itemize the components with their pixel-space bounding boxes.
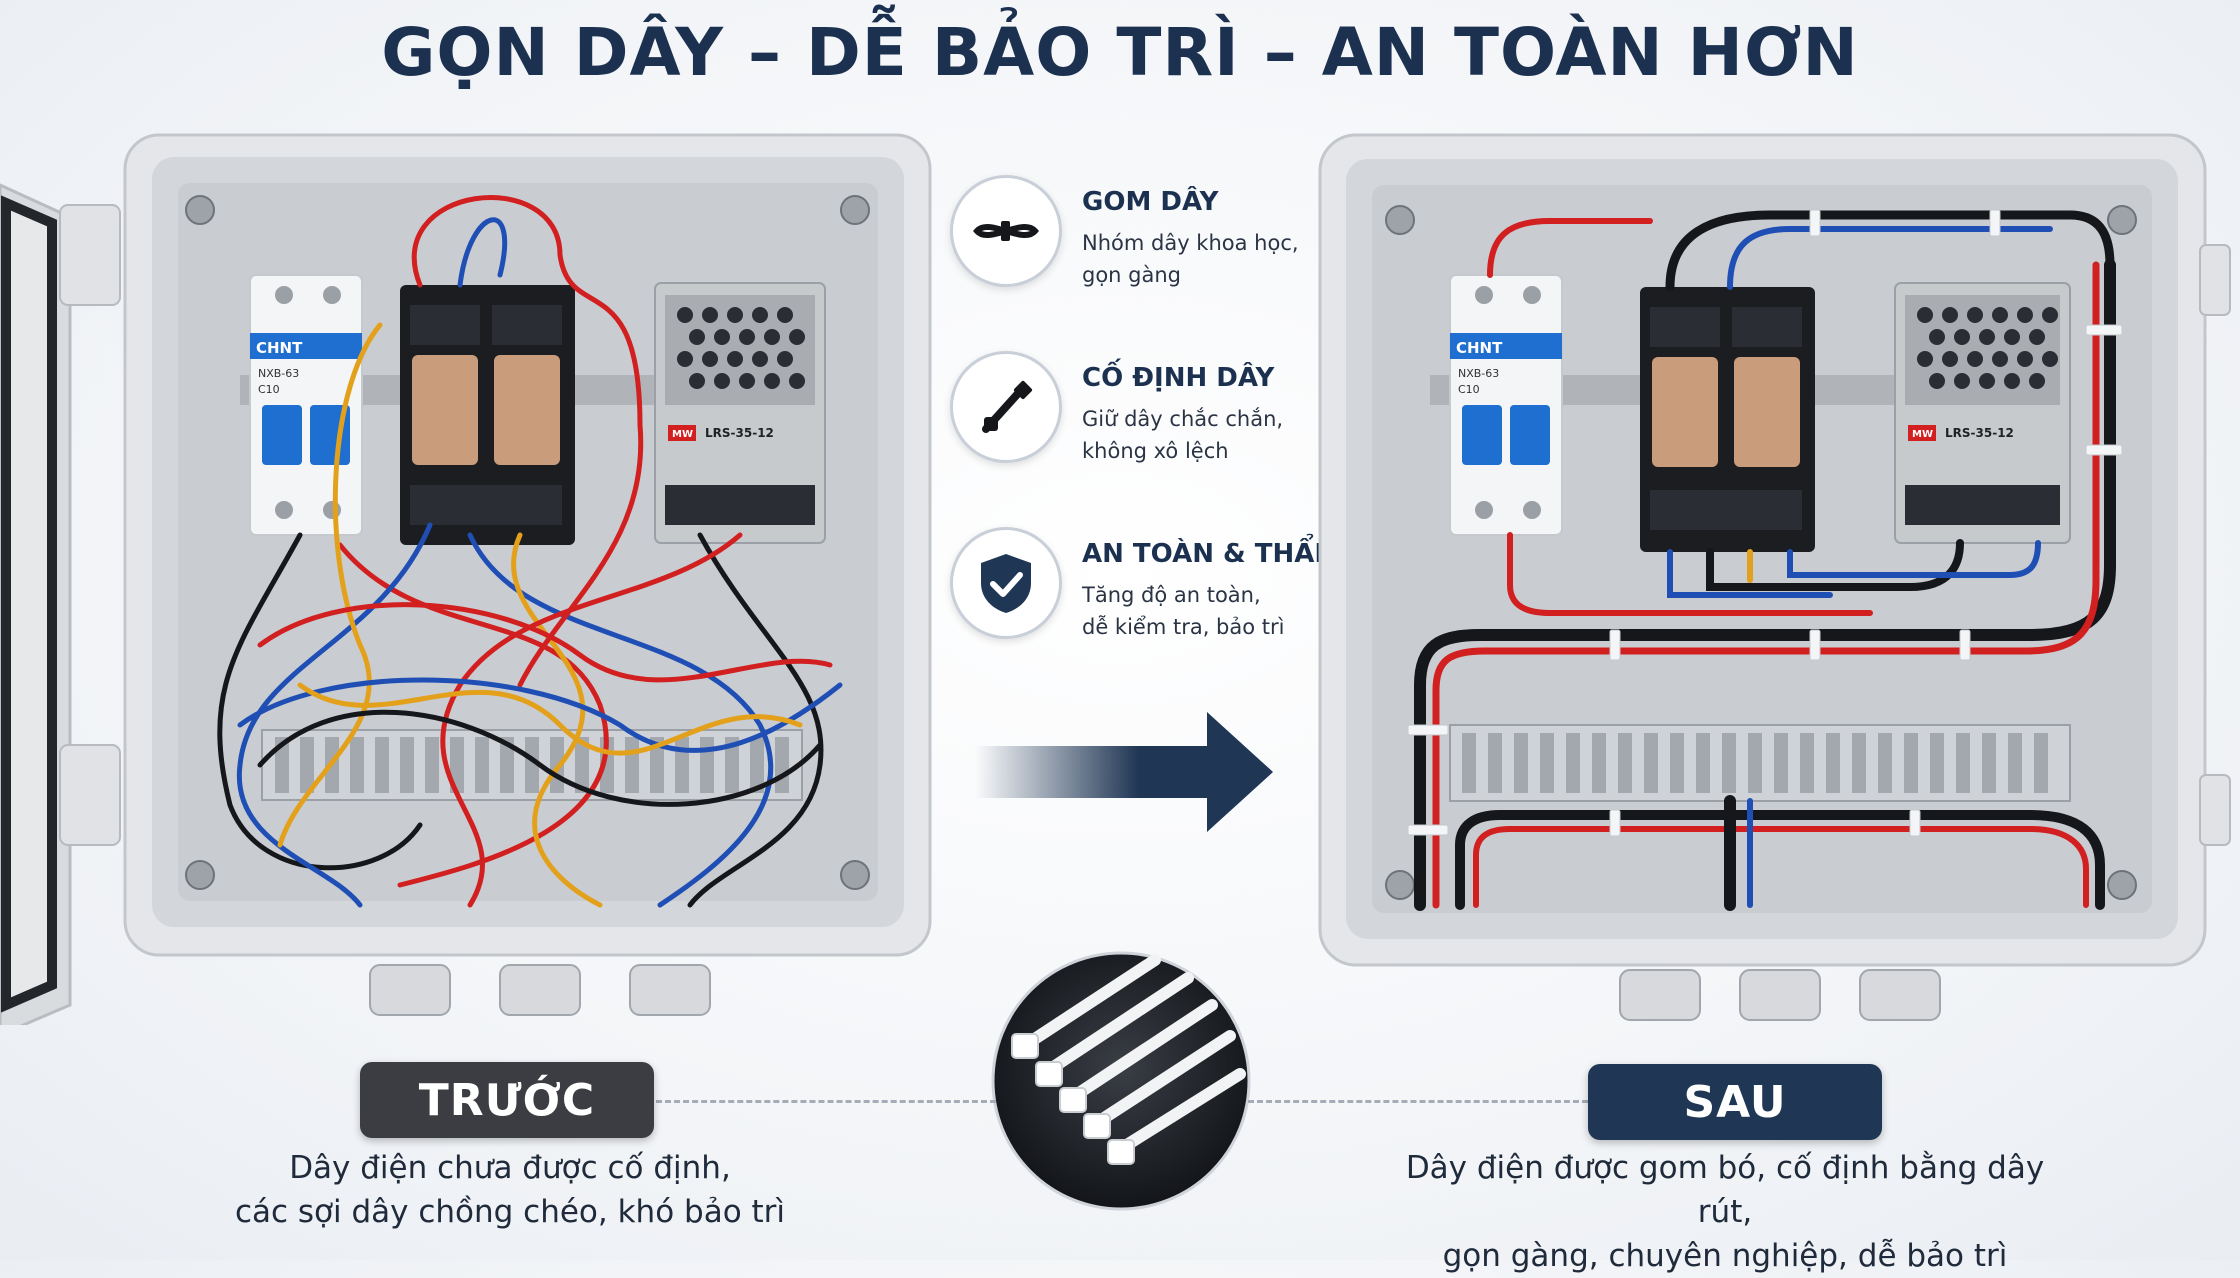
terminal-block <box>1449 724 2071 802</box>
arrow-right-icon <box>975 712 1275 832</box>
caption-line: các sợi dây chồng chéo, khó bảo trì <box>234 1194 786 1230</box>
tangled-wires <box>217 195 843 908</box>
zip-ties <box>1407 209 2123 837</box>
before-badge: TRƯỚC <box>360 1062 654 1138</box>
feature-title: GOM DÂY <box>1082 187 1219 217</box>
feature-gom-day: GOM DÂY Nhóm dây khoa học, gọn gàng <box>950 175 1330 351</box>
psu-model-label: LRS-35-12 <box>1945 426 2014 440</box>
hinge-bottom <box>2199 774 2231 846</box>
hinge-bottom <box>59 744 121 846</box>
page-title: GỌN DÂY – DỄ BẢO TRÌ – AN TOÀN HƠN <box>381 14 1859 91</box>
breaker-model-label: NXB-63 <box>1458 367 1499 380</box>
caption-line: Dây điện được gom bó, cố định bằng dây r… <box>1405 1150 2045 1230</box>
cable-ties-photo <box>990 950 1252 1212</box>
caption-line: gọn gàng, chuyên nghiệp, dễ bảo trì <box>1442 1238 2008 1274</box>
feature-desc-line: không xô lệch <box>1082 439 1229 463</box>
divider-dashed <box>656 1100 996 1103</box>
cable-glands <box>1619 969 1941 1021</box>
before-enclosure: CHNT NXB-63 C10 MW <box>0 125 940 1025</box>
breaker-brand-label: CHNT <box>256 339 303 357</box>
before-caption: Dây điện chưa được cố định, các sợi dây … <box>200 1146 820 1234</box>
organized-wires <box>1414 210 2116 911</box>
relay-modules <box>400 285 575 545</box>
breaker-rating-label: C10 <box>258 383 280 396</box>
psu-brand-label: MW <box>1912 429 1933 440</box>
after-enclosure: CHNT NXB-63 C10 MW <box>1310 125 2240 1025</box>
relay-modules <box>1640 287 1815 552</box>
hinge-top <box>59 204 121 306</box>
circuit-breaker: CHNT NXB-63 C10 <box>1449 274 1563 536</box>
feature-list: GOM DÂY Nhóm dây khoa học, gọn gàng CỐ ĐỊ… <box>950 175 1394 703</box>
feature-desc-line: gọn gàng <box>1082 263 1182 287</box>
power-supply: MW LRS-35-12 <box>1894 282 2071 544</box>
caption-line: Dây điện chưa được cố định, <box>289 1150 731 1186</box>
psu-model-label: LRS-35-12 <box>705 426 774 440</box>
cable-bundle-icon <box>950 175 1062 287</box>
breaker-brand-label: CHNT <box>1456 339 1503 357</box>
feature-desc-line: dễ kiểm tra, bảo trì <box>1082 615 1285 639</box>
shield-check-icon <box>950 527 1062 639</box>
power-supply: MW LRS-35-12 <box>654 282 826 544</box>
divider-dashed <box>1248 1100 1588 1103</box>
feature-title: CỐ ĐỊNH DÂY <box>1082 363 1275 393</box>
feature-desc-line: Tăng độ an toàn, <box>1082 583 1261 607</box>
cable-glands <box>369 964 711 1016</box>
feature-desc-line: Giữ dây chắc chắn, <box>1082 407 1284 431</box>
cable-tie-icon <box>950 351 1062 463</box>
feature-desc-line: Nhóm dây khoa học, <box>1082 231 1299 255</box>
terminal-block <box>261 729 803 801</box>
psu-brand-label: MW <box>672 429 693 440</box>
feature-an-toan: AN TOÀN & THẨM MỸ Tăng độ an toàn, dễ kiể… <box>950 527 1394 703</box>
feature-title: AN TOÀN & THẨM MỸ <box>1082 539 1394 569</box>
breaker-rating-label: C10 <box>1458 383 1480 396</box>
feature-co-dinh-day: CỐ ĐỊNH DÂY Giữ dây chắc chắn, không xô l… <box>950 351 1330 527</box>
after-badge: SAU <box>1588 1064 1882 1140</box>
hinge-top <box>2199 244 2231 316</box>
breaker-model-label: NXB-63 <box>258 367 299 380</box>
after-caption: Dây điện được gom bó, cố định bằng dây r… <box>1380 1146 2070 1278</box>
